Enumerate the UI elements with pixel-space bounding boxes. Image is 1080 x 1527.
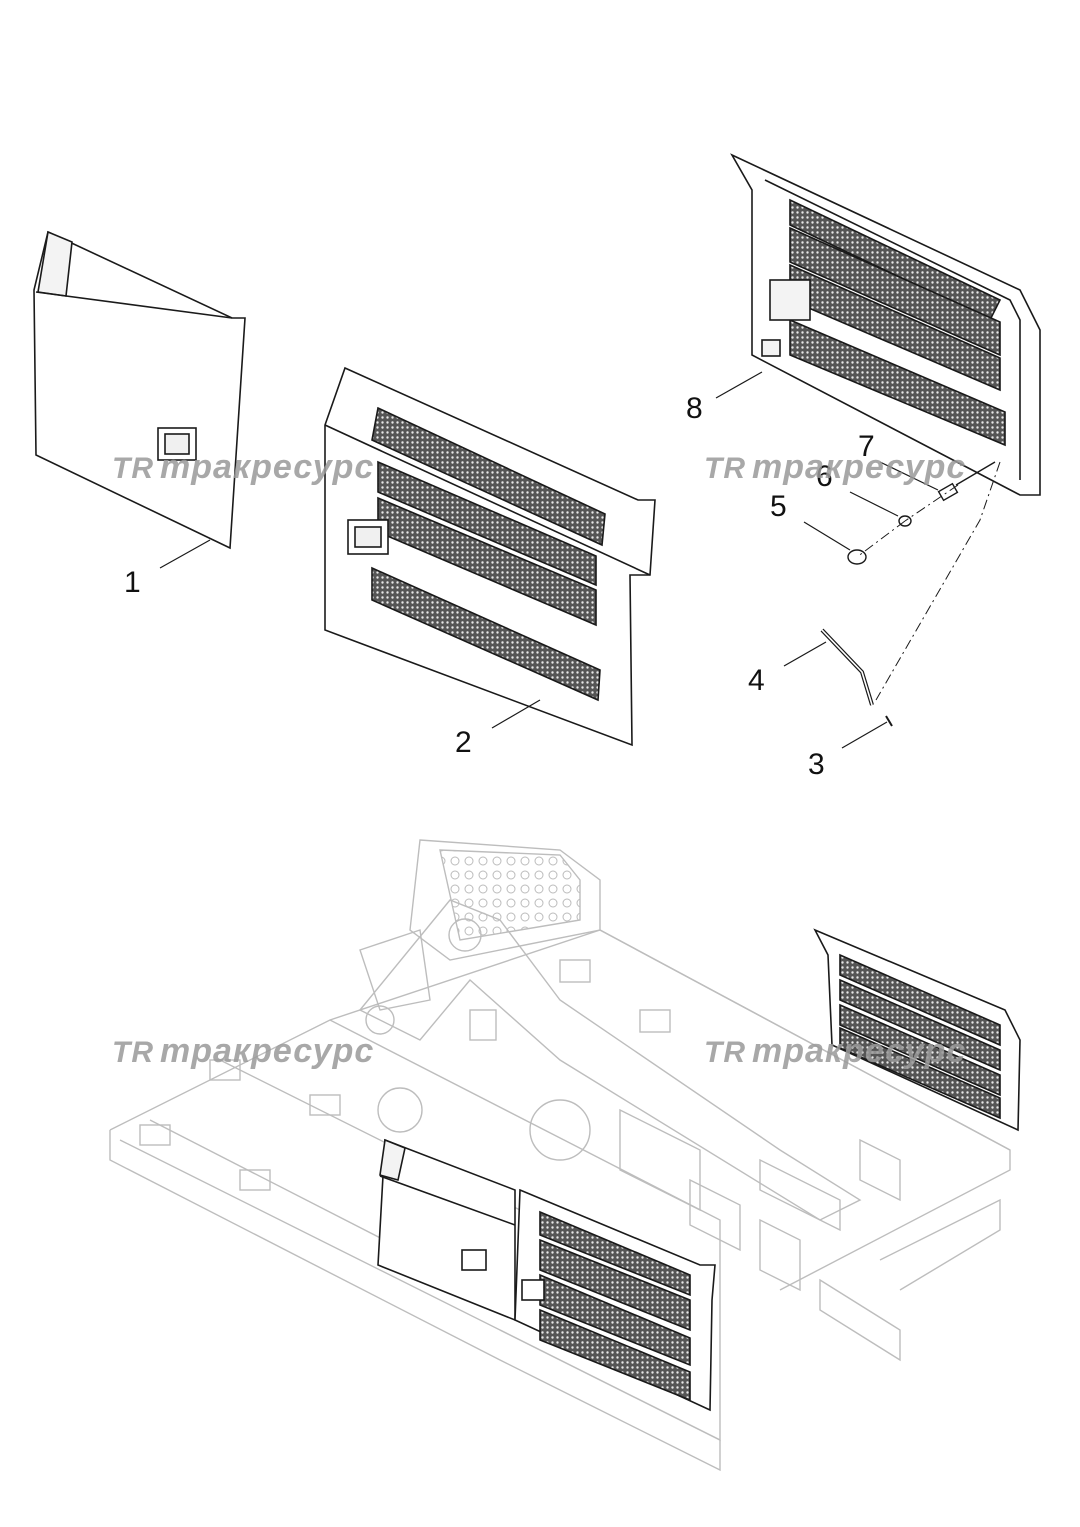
leader-8	[715, 371, 763, 399]
watermark-logo: TR	[112, 1036, 154, 1069]
part-2-grille-door	[324, 366, 656, 747]
leader-6	[849, 491, 899, 517]
leader-5	[803, 521, 851, 551]
callout-3: 3	[808, 748, 825, 781]
part-8-inner-grille-door	[730, 153, 1041, 496]
part-1-side-door	[33, 230, 246, 550]
callout-7: 7	[858, 430, 875, 463]
callout-5: 5	[770, 490, 787, 523]
machine-frame-ghost	[109, 839, 1011, 1472]
leader-3	[841, 721, 888, 749]
watermark-logo: TR	[704, 1036, 746, 1069]
leader-1	[159, 539, 211, 569]
watermark-text: тракресурс	[752, 448, 967, 486]
callout-1: 1	[124, 566, 141, 599]
assembly-centerline	[875, 461, 1001, 701]
watermark-text: тракресурс	[160, 1032, 375, 1070]
installed-side-door	[377, 1138, 516, 1322]
watermark-text: тракресурс	[160, 448, 375, 486]
watermark-logo: TR	[112, 452, 154, 485]
watermark-text: тракресурс	[752, 1032, 967, 1070]
leader-4	[783, 641, 827, 667]
watermark-logo: TR	[704, 452, 746, 485]
leader-7	[879, 461, 939, 491]
callout-6: 6	[816, 460, 833, 493]
installed-grille-door	[514, 1188, 716, 1412]
leader-2	[491, 699, 541, 729]
callout-2: 2	[455, 726, 472, 759]
part-4-stay-rod	[820, 628, 874, 706]
callout-8: 8	[686, 392, 703, 425]
installed-inner-grille-door	[813, 928, 1021, 1132]
callout-4: 4	[748, 664, 765, 697]
part-3-pin	[885, 715, 893, 727]
